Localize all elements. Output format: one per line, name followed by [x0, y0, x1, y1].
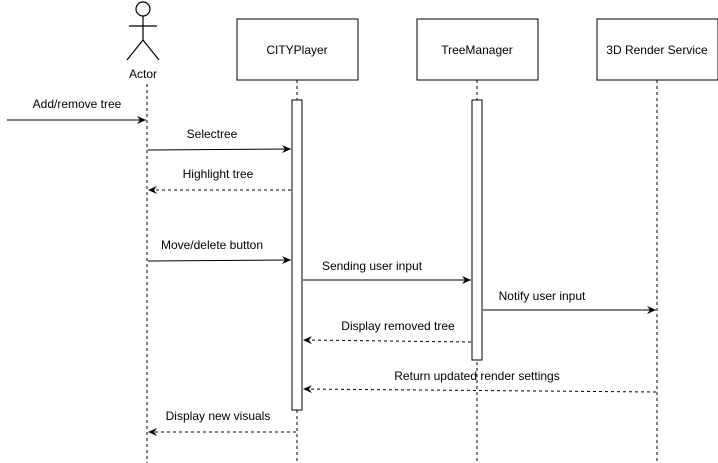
participant-box-cityplayer	[236, 18, 359, 81]
message-arrow	[147, 256, 292, 265]
actor-label: Actor	[129, 67, 157, 81]
message-label: Selectree	[187, 127, 238, 141]
message-label: Display new visuals	[166, 409, 271, 423]
participant-label-render-service: 3D Render Service	[606, 43, 708, 57]
message-add-remove-tree: Add/remove tree	[7, 97, 146, 124]
activation-bar-cityplayer	[291, 99, 303, 411]
message-label: Highlight tree	[183, 167, 254, 181]
message-arrow	[302, 336, 472, 345]
message-label: Notify user input	[499, 289, 586, 303]
message-label: Return updated render settings	[394, 369, 559, 383]
participant-label-cityplayer: CITYPlayer	[266, 43, 327, 57]
actor-left-leg	[126, 39, 144, 61]
actor-head	[135, 1, 151, 17]
message-highlight-tree: Highlight tree	[148, 167, 291, 194]
message-display-new-visuals: Display new visuals	[148, 409, 296, 436]
message-label: Move/delete button	[161, 238, 263, 252]
actor-right-leg	[142, 39, 160, 61]
message-sending-user-input: Sending user input	[303, 259, 471, 284]
participant-box-render-service	[596, 18, 718, 81]
message-move-delete-button: Move/delete button	[147, 238, 292, 265]
message-arrow	[147, 145, 292, 154]
message-return-render-settings: Return updated render settings	[302, 369, 657, 394]
message-label: Sending user input	[322, 259, 423, 273]
message-notify-user-input: Notify user input	[483, 289, 656, 314]
participant-label-treemanager: TreeManager	[441, 43, 513, 57]
message-label: Display removed tree	[341, 319, 455, 333]
message-display-removed-tree: Display removed tree	[302, 319, 472, 345]
message-selectree: Selectree	[147, 127, 292, 154]
message-label: Add/remove tree	[33, 97, 122, 111]
activation-bar-treemanager	[471, 99, 483, 361]
participant-box-treemanager	[416, 18, 539, 81]
actor-figure	[126, 1, 160, 61]
message-arrow	[302, 385, 657, 394]
